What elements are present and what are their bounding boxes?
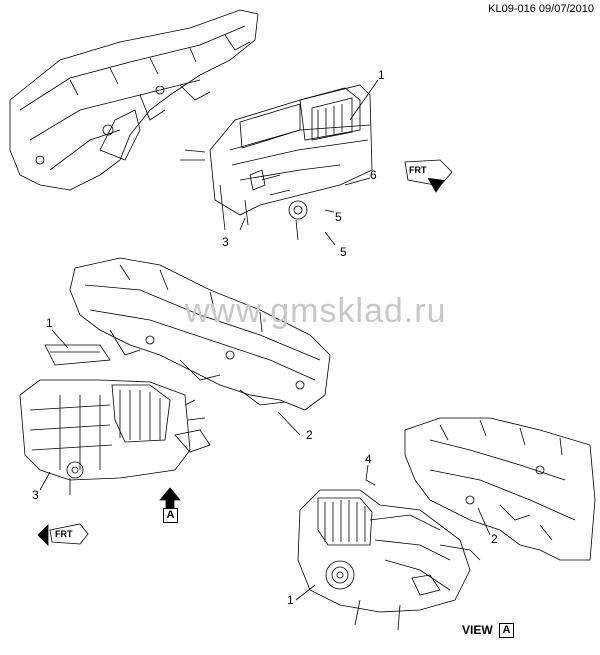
callout-5: 5 bbox=[340, 245, 347, 259]
callout-1: 1 bbox=[287, 593, 294, 607]
watermark: www.gmsklad.ru bbox=[185, 292, 447, 330]
callout-3: 3 bbox=[222, 235, 229, 249]
view-caption-prefix: VIEW bbox=[462, 623, 493, 637]
view-caption-marker: A bbox=[499, 623, 515, 639]
top-crossmember bbox=[9, 9, 259, 191]
callout-2: 2 bbox=[306, 428, 313, 442]
front-label: FRT bbox=[55, 529, 73, 539]
front-label: FRT bbox=[409, 165, 427, 175]
bottom-hvac-module bbox=[297, 489, 481, 631]
callout-3: 3 bbox=[32, 488, 39, 502]
middle-hvac-module bbox=[19, 344, 211, 495]
callout-5: 5 bbox=[335, 210, 342, 224]
top-front-arrow bbox=[404, 159, 453, 193]
callout-4: 4 bbox=[365, 452, 372, 466]
top-hvac-module bbox=[180, 84, 373, 241]
view-marker: A bbox=[163, 508, 178, 523]
callout-1: 1 bbox=[378, 68, 385, 82]
middle-front-arrow bbox=[37, 523, 89, 546]
middle-crossmember bbox=[69, 257, 331, 411]
bottom-crossmember bbox=[404, 417, 596, 561]
callout-6: 6 bbox=[370, 168, 377, 182]
view-caption: VIEW A bbox=[462, 623, 515, 639]
callout-2: 2 bbox=[491, 532, 498, 546]
middle-view-arrow bbox=[159, 487, 181, 509]
callout-1: 1 bbox=[46, 316, 53, 330]
document-code: KL09-016 09/07/2010 bbox=[488, 3, 594, 15]
